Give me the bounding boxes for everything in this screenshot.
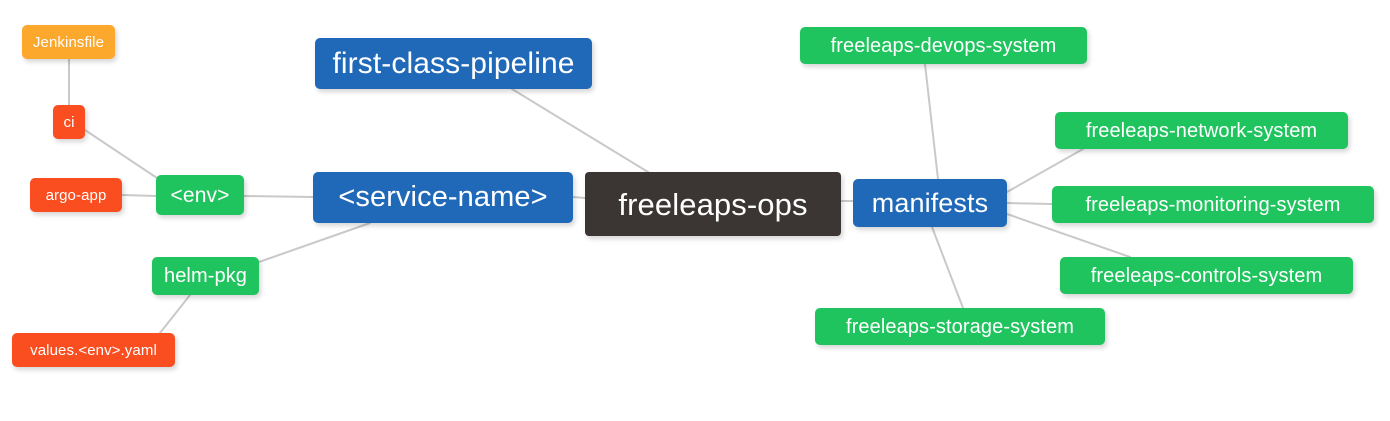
edge-values-yaml-to-helm-pkg bbox=[159, 294, 191, 334]
node-helm-pkg[interactable]: helm-pkg bbox=[152, 257, 259, 295]
node-network[interactable]: freeleaps-network-system bbox=[1055, 112, 1348, 149]
node-controls[interactable]: freeleaps-controls-system bbox=[1060, 257, 1353, 294]
edge-manifests-to-devops bbox=[924, 63, 939, 180]
node-monitoring[interactable]: freeleaps-monitoring-system bbox=[1052, 186, 1374, 223]
node-argo-app[interactable]: argo-app bbox=[30, 178, 122, 212]
node-values-yaml[interactable]: values.<env>.yaml bbox=[12, 333, 175, 367]
node-storage[interactable]: freeleaps-storage-system bbox=[815, 308, 1105, 345]
edge-helm-pkg-to-service-name bbox=[258, 222, 371, 263]
edge-first-class-to-ops bbox=[511, 88, 649, 173]
node-env[interactable]: <env> bbox=[156, 175, 244, 215]
edge-manifests-to-monitoring bbox=[1006, 202, 1053, 205]
node-manifests[interactable]: manifests bbox=[853, 179, 1007, 227]
edge-argo-app-to-env bbox=[121, 194, 157, 197]
node-freeleaps-ops[interactable]: freeleaps-ops bbox=[585, 172, 841, 236]
node-service-name[interactable]: <service-name> bbox=[313, 172, 573, 223]
edge-service-name-to-ops bbox=[572, 196, 586, 199]
node-first-class[interactable]: first-class-pipeline bbox=[315, 38, 592, 89]
node-jenkinsfile[interactable]: Jenkinsfile bbox=[22, 25, 115, 59]
node-ci[interactable]: ci bbox=[53, 105, 85, 139]
edge-ci-to-env bbox=[84, 129, 161, 181]
edge-manifests-to-storage bbox=[931, 226, 964, 309]
node-devops[interactable]: freeleaps-devops-system bbox=[800, 27, 1087, 64]
edge-env-to-service-name bbox=[243, 195, 314, 198]
